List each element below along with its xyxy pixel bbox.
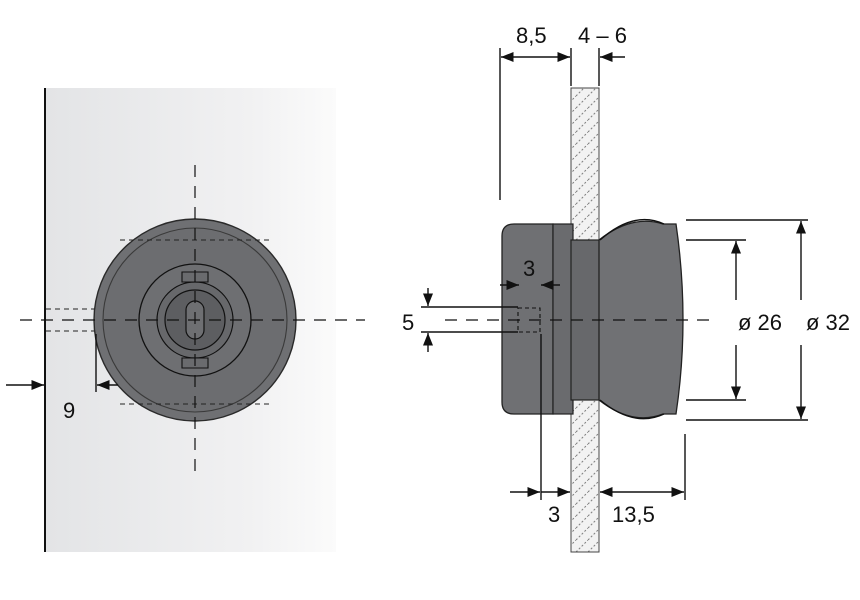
dimension-pin: 3 5 [402, 256, 560, 352]
dimension-diameters: ø 26 ø 32 [686, 219, 850, 421]
label-front-offset: 9 [63, 398, 75, 423]
knob-groove-top [599, 218, 665, 241]
label-inner-diameter: ø 26 [738, 310, 782, 335]
label-glass-thickness: 4 – 6 [578, 23, 627, 48]
front-center-lines [20, 165, 365, 478]
label-bottom-projection: 13,5 [612, 502, 655, 527]
lock-housing [501, 223, 554, 415]
label-pin-width: 3 [523, 256, 535, 281]
hidden-bore [46, 308, 100, 332]
glass-pane-bottom [570, 399, 600, 553]
dimension-bottom: 3 13,5 [510, 334, 686, 527]
front-view: 9 [6, 88, 365, 552]
side-view: 8,5 4 – 6 3 5 ø 26 ø 32 [402, 23, 850, 553]
glass-pane-top [570, 87, 600, 241]
lock-collar [552, 223, 574, 415]
label-pin-height: 5 [402, 310, 414, 335]
label-bottom-offset: 3 [548, 502, 560, 527]
knob-groove-bottom [599, 399, 665, 420]
label-knob-offset: 8,5 [516, 23, 547, 48]
dimension-front-offset: 9 [6, 334, 118, 423]
label-outer-diameter: ø 32 [806, 310, 850, 335]
dimension-top: 8,5 4 – 6 [499, 23, 627, 200]
